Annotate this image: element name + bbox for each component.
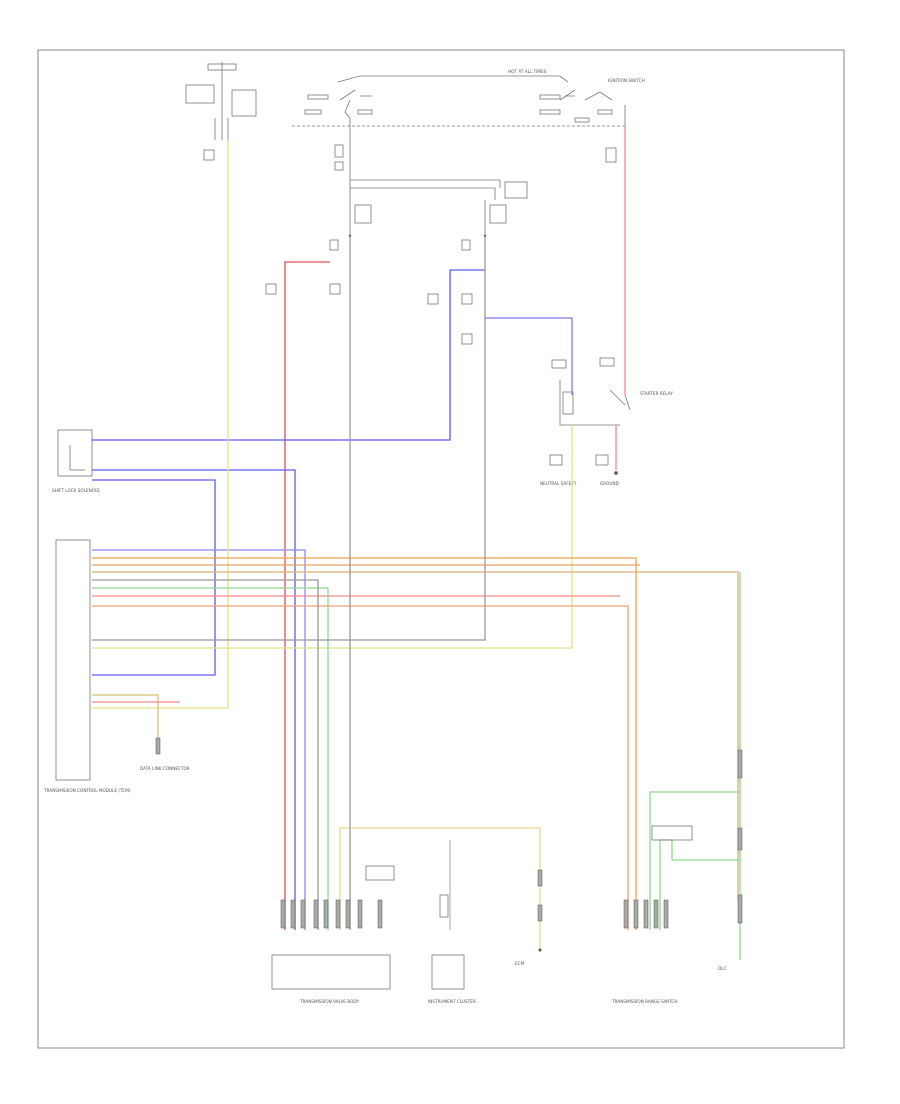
- hot-at-all-times-label: HOT AT ALL TIMES: [508, 69, 547, 74]
- instrument-cluster-connector: INSTRUMENT CLUSTER: [428, 894, 476, 1004]
- ecm-label: ECM: [515, 961, 525, 966]
- shift-lock-solenoid: SHIFT LOCK SOLENOID: [52, 429, 100, 493]
- starter-relay-group: STARTER RELAY NEUTRAL SAFETY GROUND: [540, 147, 673, 486]
- wire-yellow-2: [92, 425, 573, 649]
- fuse-box-group: [265, 128, 528, 345]
- data-link-label: DATA LINK CONNECTOR: [140, 766, 190, 771]
- neutral-safety-label: NEUTRAL SAFETY: [540, 481, 577, 486]
- diagram-frame: [37, 49, 845, 1049]
- top-left-connector: [185, 62, 257, 161]
- wire-blue-1: [92, 269, 485, 441]
- wire-red: [284, 261, 330, 930]
- wire-yellow-1: [92, 140, 229, 709]
- dlc-label: DLC: [718, 966, 727, 971]
- wire-blue-5: [92, 549, 306, 930]
- wire-gray-3: [92, 579, 319, 930]
- data-link-connector: DATA LINK CONNECTOR: [140, 737, 190, 771]
- wire-gray-2: [92, 236, 486, 641]
- ignition-switch-label: IGNITION SWITCH: [608, 78, 645, 83]
- transmission-valve-label: TRANSMISSION VALVE BODY: [299, 999, 359, 1004]
- transmission-valve-connector: TRANSMISSION VALVE BODY: [271, 865, 395, 1004]
- wire-orange-1: [92, 557, 637, 930]
- range-switch-label: TRANSMISSION RANGE SWITCH: [611, 999, 678, 1004]
- ignition-switch-group: HOT AT ALL TIMES IGNITION SWITCH: [292, 69, 645, 128]
- wire-tan-short: [92, 694, 159, 745]
- wire-orange-3: [92, 571, 739, 900]
- dlc-connector: DLC: [651, 749, 743, 971]
- wire-blue-2: [92, 469, 296, 930]
- ecm-connector: ECM: [515, 869, 543, 966]
- tcm-label: TRANSMISSION CONTROL MODULE (TCM): [43, 788, 131, 793]
- wire-blue-4: [485, 317, 573, 395]
- wire-green-dlc: [659, 839, 740, 930]
- wire-blue-3: [92, 479, 216, 676]
- wire-orange-4: [92, 605, 629, 930]
- starter-relay-label: STARTER RELAY: [640, 391, 673, 396]
- ground-label: GROUND: [600, 481, 619, 486]
- shift-lock-solenoid-label: SHIFT LOCK SOLENOID: [52, 488, 100, 493]
- tcm-connector: TRANSMISSION CONTROL MODULE (TCM): [43, 539, 131, 793]
- wire-green-3: [649, 791, 740, 930]
- wire-yellow-3: [339, 827, 541, 950]
- wire-green-1: [92, 587, 329, 930]
- instrument-cluster-label: INSTRUMENT CLUSTER: [428, 999, 476, 1004]
- range-switch-connector: TRANSMISSION RANGE SWITCH: [611, 899, 678, 1004]
- wire-pink: [615, 126, 626, 470]
